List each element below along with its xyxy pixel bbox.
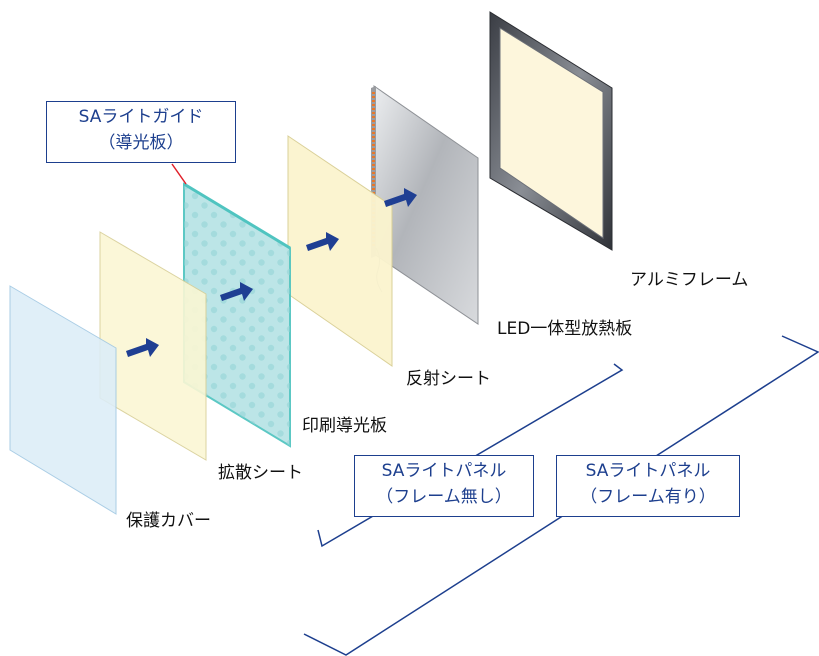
printed-light-guide (183, 182, 291, 448)
arrow-icon (220, 282, 253, 301)
callout-line: （フレーム有り） (580, 487, 716, 507)
label-reflective-sheet: 反射シート (406, 369, 491, 389)
arrow-icon (306, 232, 339, 251)
assembly-arrows (126, 188, 417, 357)
callout-leader-line (171, 163, 187, 185)
callout-line: （導光板） (98, 133, 184, 153)
callout-sa-light-guide: SAライトガイド （導光板） (46, 101, 236, 163)
callout-panel-no-frame: SAライトパネル （フレーム無し） (354, 455, 534, 517)
callout-line: SAライトパネル (585, 461, 711, 481)
label-protective-cover: 保護カバー (126, 511, 211, 531)
arrow-icon (384, 188, 417, 207)
label-printed-light-guide: 印刷導光板 (302, 416, 387, 436)
reflective-sheet (287, 135, 393, 367)
callout-panel-with-frame: SAライトパネル （フレーム有り） (556, 455, 740, 517)
callout-line: SAライトパネル (381, 461, 507, 481)
protective-cover (9, 285, 117, 515)
aluminum-frame (489, 11, 613, 251)
callout-line: （フレーム無し） (376, 487, 512, 507)
label-diffusion-sheet: 拡散シート (218, 463, 303, 483)
label-led-heatsink: LED一体型放熱板 (497, 319, 633, 339)
label-aluminum-frame: アルミフレーム (630, 270, 749, 290)
arrow-icon (126, 338, 159, 357)
callout-line: SAライトガイド (78, 107, 204, 127)
